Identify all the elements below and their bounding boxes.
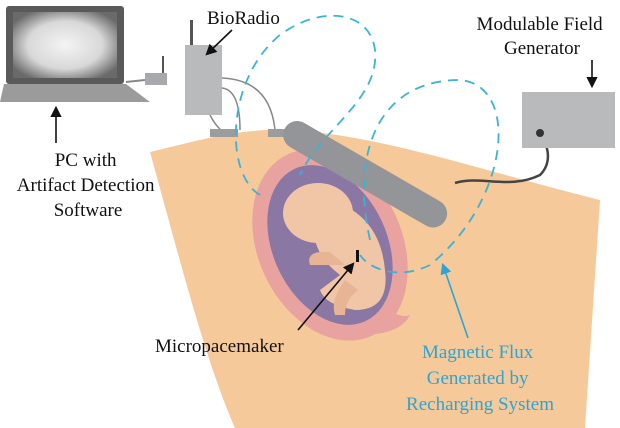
pc-label-line: Software bbox=[54, 200, 123, 221]
micropacemaker-arrow bbox=[297, 262, 355, 331]
field-generator-label-line: Generator bbox=[504, 38, 581, 59]
pc-laptop bbox=[0, 6, 150, 102]
bioradio-device bbox=[185, 20, 295, 137]
field-generator bbox=[454, 92, 615, 185]
bioradio-label: BioRadio bbox=[207, 8, 280, 29]
magnetic-flux-label-line: Recharging System bbox=[406, 394, 554, 415]
recharging-wand bbox=[283, 121, 448, 228]
magnetic-flux-label: Magnetic Flux Generated by Recharging Sy… bbox=[406, 342, 554, 415]
wireless-receiver bbox=[125, 56, 167, 85]
electrode bbox=[268, 129, 295, 137]
magnetic-flux-label-line: Magnetic Flux bbox=[422, 342, 534, 363]
magnetic-flux-lines bbox=[234, 14, 500, 274]
electrode bbox=[210, 129, 238, 137]
bioradio-arrow bbox=[205, 29, 233, 56]
flux-arrow bbox=[440, 262, 469, 339]
micropacemaker-label: Micropacemaker bbox=[155, 336, 284, 357]
field-generator-label-line: Modulable Field bbox=[477, 14, 604, 35]
field-generator-label: Modulable Field Generator bbox=[477, 14, 608, 59]
magnetic-flux-label-line: Generated by bbox=[427, 368, 529, 389]
pc-label-line: PC with bbox=[55, 150, 117, 171]
micropacemaker-device bbox=[356, 250, 359, 262]
pc-label-line: Artifact Detection bbox=[17, 175, 155, 196]
pc-label: PC with Artifact Detection Software bbox=[17, 150, 159, 221]
fetus bbox=[283, 183, 386, 315]
